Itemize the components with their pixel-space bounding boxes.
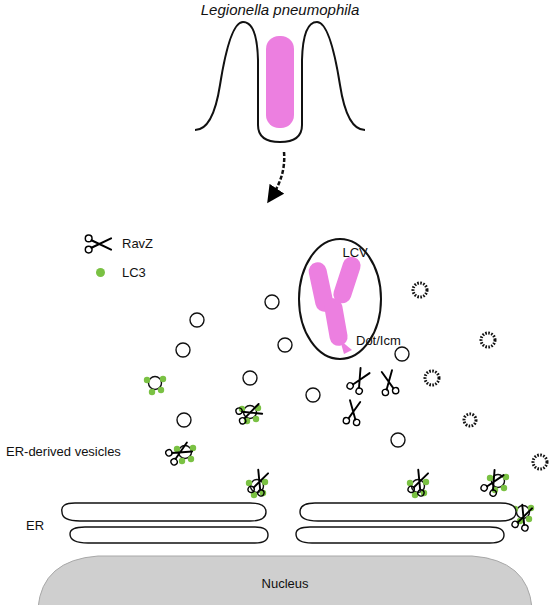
- nucleus: Nucleus: [38, 550, 532, 605]
- vesicles: [176, 295, 409, 447]
- bacterium: [266, 36, 294, 128]
- uptake-arrow: [272, 152, 284, 196]
- vesicle-label: ER-derived vesicles: [6, 444, 121, 460]
- coated-vesicles: [413, 283, 547, 469]
- legend-text: RavZ: [122, 236, 153, 252]
- bacteria-in-lcv: [307, 254, 363, 354]
- legend-text: LC3: [122, 265, 146, 281]
- title-text: Legionella pneumophila: [201, 1, 359, 19]
- er-cisternae: [62, 503, 516, 543]
- plasma-membrane: [195, 22, 365, 142]
- nucleus-label: Nucleus: [262, 576, 309, 592]
- lcv-vacuole-label: LCV: [342, 245, 367, 261]
- legend-swatch: [96, 268, 105, 277]
- ravz-legend-sample: [85, 235, 111, 253]
- er-label: ER: [26, 518, 44, 534]
- lc3-vesicles: [144, 376, 534, 524]
- secretion-system-label: Dot/Icm: [356, 333, 401, 349]
